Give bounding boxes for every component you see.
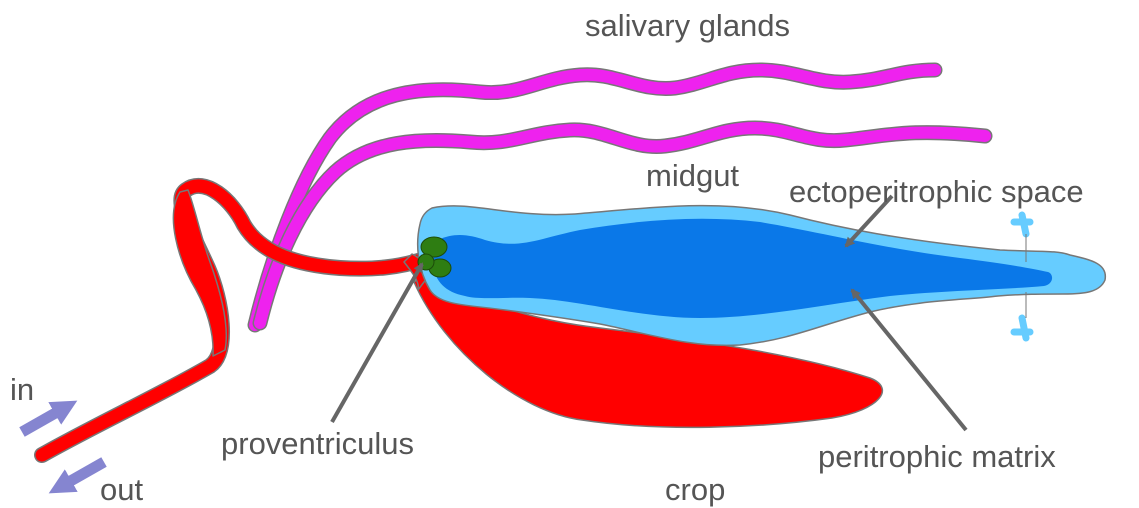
label-ectoperitrophic-space: ectoperitrophic space xyxy=(789,176,1084,207)
label-proventriculus: proventriculus xyxy=(221,428,414,459)
pharynx-oesophagus-outline xyxy=(42,186,428,455)
label-out: out xyxy=(100,474,143,505)
label-midgut: midgut xyxy=(646,160,739,191)
pharynx-oesophagus xyxy=(42,186,428,455)
label-crop: crop xyxy=(665,474,725,505)
out-arrow xyxy=(60,462,104,487)
label-salivary-glands: salivary glands xyxy=(585,10,790,41)
pointer-proventriculus xyxy=(332,264,422,422)
label-in: in xyxy=(10,374,34,405)
pointer-peritrophic-matrix xyxy=(852,290,966,430)
in-arrow xyxy=(22,407,66,432)
label-peritrophic-matrix: peritrophic matrix xyxy=(818,441,1056,472)
